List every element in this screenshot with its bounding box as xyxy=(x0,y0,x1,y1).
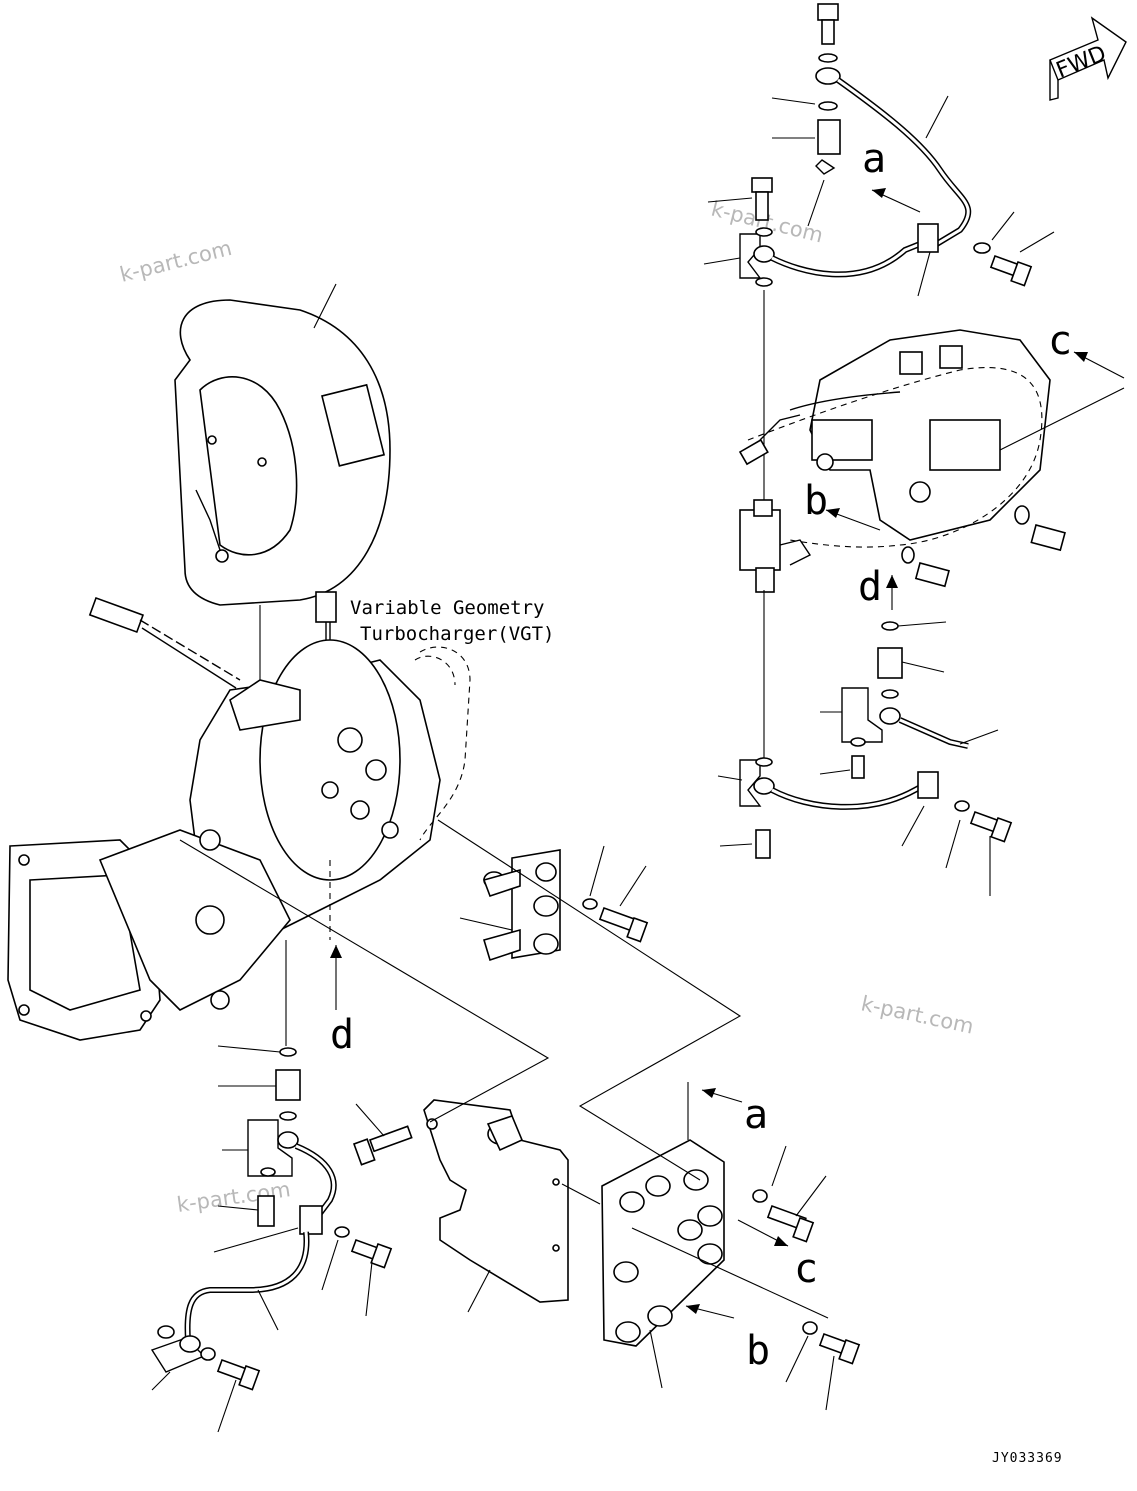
drawing-code: JY033369 xyxy=(992,1451,1063,1466)
fwd-arrow-icon: FWD xyxy=(1049,16,1127,101)
vgt-label-line1: Variable Geometry xyxy=(350,597,544,619)
watermark: k-part.com xyxy=(117,236,234,287)
lower-right-plate xyxy=(601,1082,861,1411)
lower-left-hose-assembly xyxy=(150,1045,393,1433)
view-letter-b: b xyxy=(804,478,828,524)
reference-lines xyxy=(179,819,829,1319)
vgt-label-line2: Turbocharger(VGT) xyxy=(360,623,554,645)
view-letter-c: c xyxy=(1048,318,1072,364)
view-letter-a: a xyxy=(744,1092,768,1138)
view-letter-d: d xyxy=(858,564,882,610)
heat-shield xyxy=(174,283,391,708)
view-letter-c: c xyxy=(794,1246,818,1292)
watermark: k-part.com xyxy=(859,991,976,1038)
lower-cover-plate xyxy=(352,1099,569,1313)
view-letter-d: d xyxy=(330,1012,354,1058)
view-letter-a: a xyxy=(862,136,886,182)
engine-valve-block xyxy=(738,329,1125,610)
actuator-rod xyxy=(88,596,241,689)
turbocharger xyxy=(7,639,471,1041)
top-right-hose-assembly xyxy=(703,3,1055,505)
upper-bracket xyxy=(459,845,649,962)
right-middle-hose-assembly xyxy=(717,590,1013,896)
view-letter-b: b xyxy=(746,1328,770,1374)
